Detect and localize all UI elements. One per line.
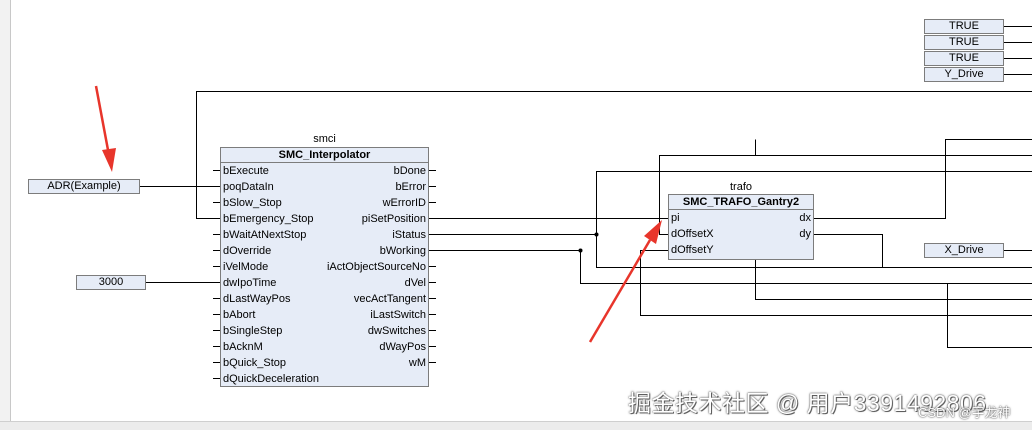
interpolator-input-doverride[interactable]: dOverride: [223, 243, 271, 259]
var-ipo-time[interactable]: 3000: [76, 275, 146, 290]
interpolator-input-dquickdeceleration[interactable]: dQuickDeceleration: [223, 371, 319, 387]
interpolator-input-bsinglestep[interactable]: bSingleStep: [223, 323, 282, 339]
interpolator-instance-name: smci: [220, 133, 429, 145]
var-adr-example[interactable]: ADR(Example): [28, 179, 140, 194]
interpolator-output-dvel[interactable]: dVel: [405, 275, 426, 291]
interpolator-output-werrorid[interactable]: wErrorID: [383, 195, 426, 211]
var-true-1[interactable]: TRUE: [924, 19, 1004, 34]
interpolator-input-babort[interactable]: bAbort: [223, 307, 255, 323]
interpolator-input-bexecute[interactable]: bExecute: [223, 163, 269, 179]
interpolator-input-backnm[interactable]: bAcknM: [223, 339, 263, 355]
trafo-input-pi[interactable]: pi: [671, 210, 680, 226]
interpolator-output-iactobjectsourceno[interactable]: iActObjectSourceNo: [327, 259, 426, 275]
interpolator-input-poqdatain[interactable]: poqDataIn: [223, 179, 274, 195]
interpolator-input-bslow-stop[interactable]: bSlow_Stop: [223, 195, 282, 211]
interpolator-output-dwaypos[interactable]: dWayPos: [379, 339, 426, 355]
interpolator-output-pisetposition[interactable]: piSetPosition: [362, 211, 426, 227]
wire-dx: [818, 140, 1032, 219]
trafo-type-name: SMC_TRAFO_Gantry2: [669, 195, 813, 210]
trafo-output-dx[interactable]: dx: [799, 210, 811, 226]
interpolator-input-dlastwaypos[interactable]: dLastWayPos: [223, 291, 290, 307]
wire-dy: [818, 235, 883, 268]
interpolator-output-dwswitches[interactable]: dwSwitches: [368, 323, 426, 339]
junction-dots: [579, 233, 599, 253]
interpolator-output-vecacttangent[interactable]: vecActTangent: [354, 291, 426, 307]
var-true-2[interactable]: TRUE: [924, 35, 1004, 50]
interpolator-input-ivelmode[interactable]: iVelMode: [223, 259, 268, 275]
var-y-drive[interactable]: Y_Drive: [924, 67, 1004, 82]
watermark-csdn: CSDN @宇龙神: [918, 402, 1011, 421]
interpolator-input-bwaitatnextstop[interactable]: bWaitAtNextStop: [223, 227, 306, 243]
interpolator-type-name: SMC_Interpolator: [221, 148, 428, 163]
interpolator-output-ilastswitch[interactable]: iLastSwitch: [370, 307, 426, 323]
interpolator-input-bemergency-stop[interactable]: bEmergency_Stop: [223, 211, 314, 227]
interpolator-output-berror[interactable]: bError: [395, 179, 426, 195]
red-arrow-adr: [96, 86, 108, 150]
interpolator-output-wm[interactable]: wM: [409, 355, 426, 371]
trafo-output-dy[interactable]: dy: [799, 226, 811, 242]
interpolator-input-dwipotime[interactable]: dwIpoTime: [223, 275, 276, 291]
interpolator-output-bdone[interactable]: bDone: [394, 163, 426, 179]
var-x-drive[interactable]: X_Drive: [924, 243, 1004, 258]
pin-stubs-right: [428, 171, 436, 363]
trafo-instance-name: trafo: [668, 181, 814, 193]
interpolator-input-bquick-stop[interactable]: bQuick_Stop: [223, 355, 286, 371]
trafo-input-doffsety[interactable]: dOffsetY: [671, 242, 714, 258]
interpolator-output-bworking[interactable]: bWorking: [380, 243, 426, 259]
var-true-3[interactable]: TRUE: [924, 51, 1004, 66]
wire-loop-b: [756, 260, 1032, 300]
trafo-input-doffsetx[interactable]: dOffsetX: [671, 226, 714, 242]
interpolator-output-istatus[interactable]: iStatus: [392, 227, 426, 243]
